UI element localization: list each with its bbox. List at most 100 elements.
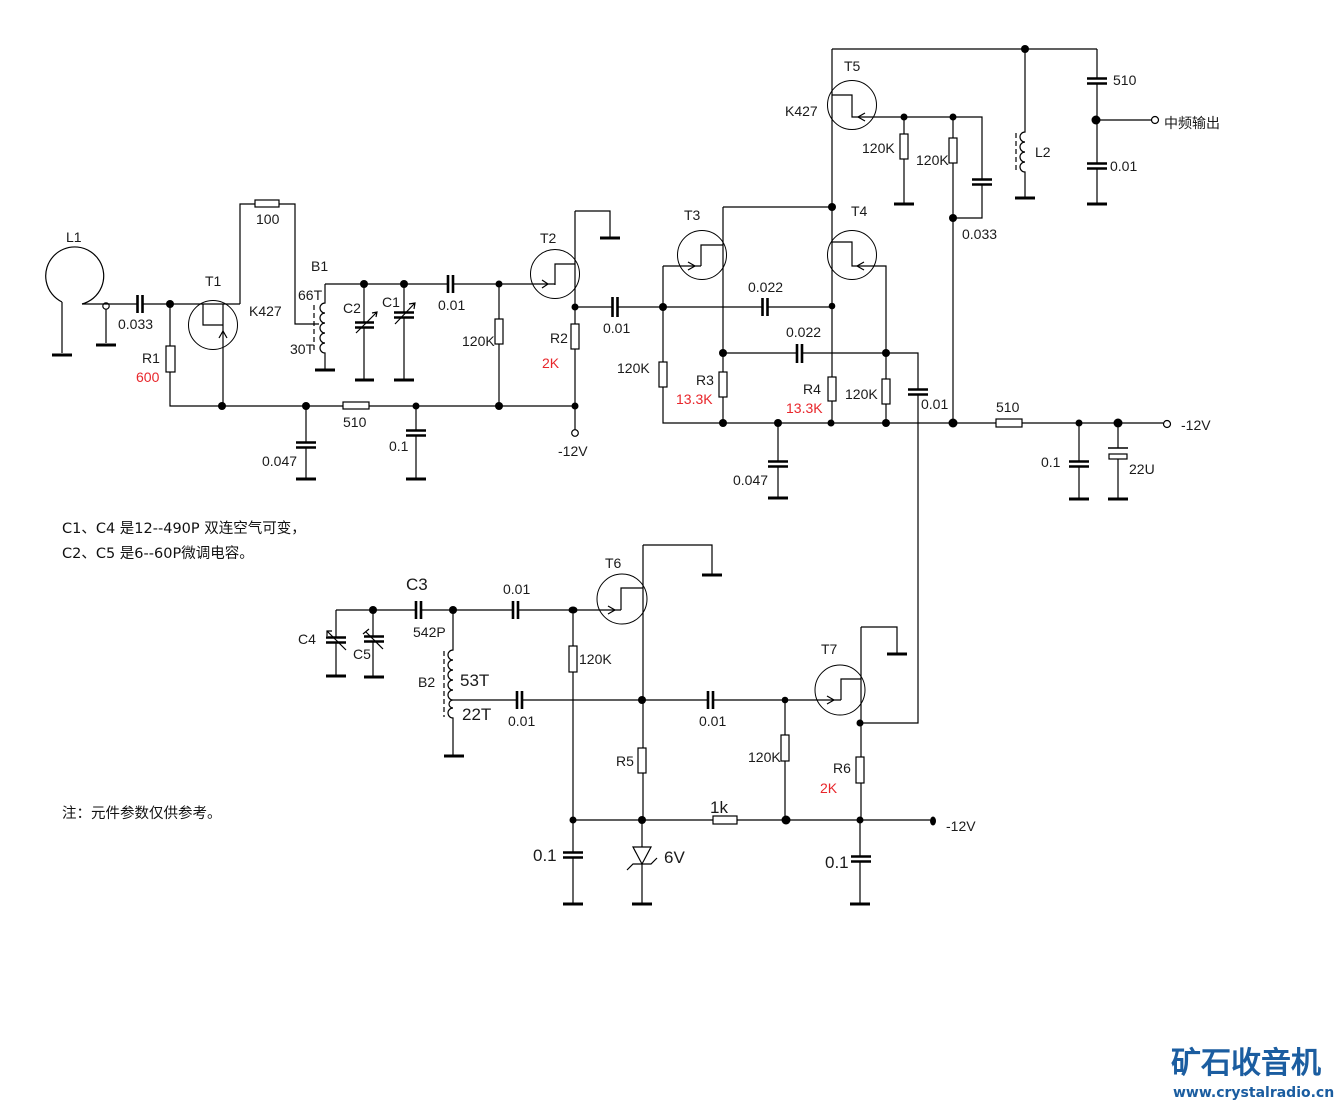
b1-label: B1 — [311, 258, 328, 274]
capacitor-value: 0.1 — [825, 853, 849, 872]
supply-voltage-label: -12V — [946, 818, 976, 834]
capacitor-decouple-b: 0.1 — [1041, 423, 1089, 501]
junction-dot — [1021, 45, 1029, 53]
jfet-t1: T1 K427 — [188, 273, 282, 406]
supply-voltage-label: -12V — [558, 443, 588, 459]
capacitor-value: 510 — [1113, 72, 1137, 88]
terminal-icon — [1162, 419, 1172, 429]
jfet-t5: T5 K427 — [785, 48, 1097, 219]
r2-label: R2 — [550, 330, 568, 346]
note-line-2: C2、C5 是6--60P微调电容。 — [62, 545, 254, 562]
capacitor-value: 0.047 — [262, 453, 297, 469]
trimmer-capacitor-c5: C5 — [353, 610, 384, 679]
junction-dot — [882, 419, 890, 427]
terminal-icon — [571, 429, 579, 437]
c1-label: C1 — [382, 294, 400, 310]
variable-capacitor-c4: C4 — [298, 610, 347, 678]
resistor-t7-gate: 120K — [748, 700, 790, 820]
capacitor-value: 0.1 — [1041, 454, 1061, 470]
junction-dot — [568, 606, 578, 614]
junction-dot — [949, 113, 957, 121]
capacitor-value: 0.033 — [118, 316, 153, 332]
l2-label: L2 — [1035, 144, 1051, 160]
resistor-t5-gate-b: 120K — [916, 117, 958, 423]
oscillator-supply-rail: 1k -12V — [573, 798, 976, 834]
junction-dot — [369, 606, 377, 614]
junction-dot — [882, 349, 890, 357]
junction-dot — [856, 816, 864, 824]
junction-dot — [774, 419, 782, 427]
resistor-value: 120K — [845, 386, 878, 402]
b2-upper-turns: 53T — [460, 671, 489, 690]
note-line-1: C1、C4 是12--490P 双连空气可变， — [62, 520, 306, 537]
disclaimer: 注：元件参数仅供参考。 — [62, 805, 222, 822]
junction-dot — [949, 214, 957, 222]
junction-dot — [828, 203, 836, 211]
resistor-value: 120K — [462, 333, 495, 349]
t5-part-number: K427 — [785, 103, 818, 119]
junction-dot — [638, 816, 646, 824]
b2-lower-turns: 22T — [462, 705, 491, 724]
resistor-value: 120K — [916, 152, 949, 168]
jfet-t7: T7 — [814, 626, 907, 820]
junction-dots — [166, 45, 1123, 825]
capacitor-value: 0.033 — [962, 226, 997, 242]
c5-label: C5 — [353, 646, 371, 662]
junction-dot — [781, 696, 789, 704]
resistor-decouple-a: 510 — [342, 401, 370, 430]
r6-label: R6 — [833, 760, 851, 776]
capacitor-t4-gate: 0.01 — [908, 388, 948, 412]
junction-dot — [1075, 419, 1083, 427]
r4-label: R4 — [803, 381, 821, 397]
resistor-r4: R4 13.3K — [786, 376, 837, 416]
junction-dot — [827, 419, 835, 427]
junction-dot — [218, 402, 226, 410]
capacitor-value: 0.01 — [699, 713, 726, 729]
supply-terminal-t2: -12V — [558, 406, 588, 459]
r1-value: 600 — [136, 369, 160, 385]
terminal-icon — [930, 816, 936, 826]
variable-capacitor-c1: C1 — [382, 284, 416, 382]
c3-value: 542P — [413, 624, 446, 640]
r5-label: R5 — [616, 753, 634, 769]
if-output-terminal: 中频输出 — [1097, 115, 1220, 131]
t4-label: T4 — [851, 203, 868, 219]
resistor-r2: R2 2K — [542, 323, 580, 371]
capacitor-value: 0.01 — [508, 713, 535, 729]
resistor-r1: R1 600 — [136, 304, 575, 407]
junction-dot — [569, 816, 577, 824]
b1-primary-turns: 66T — [298, 287, 323, 303]
capacitor-osc-b: 0.1 — [825, 820, 871, 906]
t5-label: T5 — [844, 58, 861, 74]
resistor-value: 1k — [710, 798, 728, 817]
t3-label: T3 — [684, 207, 701, 223]
junction-dot — [302, 402, 310, 410]
junction-dot — [412, 402, 420, 410]
capacitor-t6-gate: 0.01 — [503, 581, 530, 619]
junction-dot — [1113, 418, 1123, 428]
junction-dot — [828, 302, 836, 310]
junction-dot — [638, 696, 646, 704]
capacitor-c3: C3 542P — [406, 575, 446, 640]
resistor-value: 510 — [996, 399, 1020, 415]
if-output-label: 中频输出 — [1164, 115, 1220, 131]
resistor-osc-feed — [712, 815, 738, 825]
r3-label: R3 — [696, 372, 714, 388]
t1-part-number: K427 — [249, 303, 282, 319]
output-divider: 510 0.01 — [1087, 49, 1137, 206]
resistor-value: 100 — [256, 211, 280, 227]
b1-tap-turns: 30T — [290, 341, 315, 357]
capacitor-couple-b: 0.022 — [723, 324, 919, 724]
junction-dot — [948, 418, 958, 428]
capacitor-osc-a: 0.1 — [533, 820, 583, 906]
capacitor-bypass-b: 0.047 — [733, 423, 788, 500]
c3-label: C3 — [406, 575, 428, 594]
resistor-value: 120K — [579, 651, 612, 667]
capacitor-value: 0.022 — [748, 279, 783, 295]
junction-dot — [856, 719, 864, 727]
l1-label: L1 — [66, 229, 82, 245]
jfet-t3: T3 — [663, 206, 832, 423]
zener-value: 6V — [664, 848, 685, 867]
r1-label: R1 — [142, 350, 160, 366]
